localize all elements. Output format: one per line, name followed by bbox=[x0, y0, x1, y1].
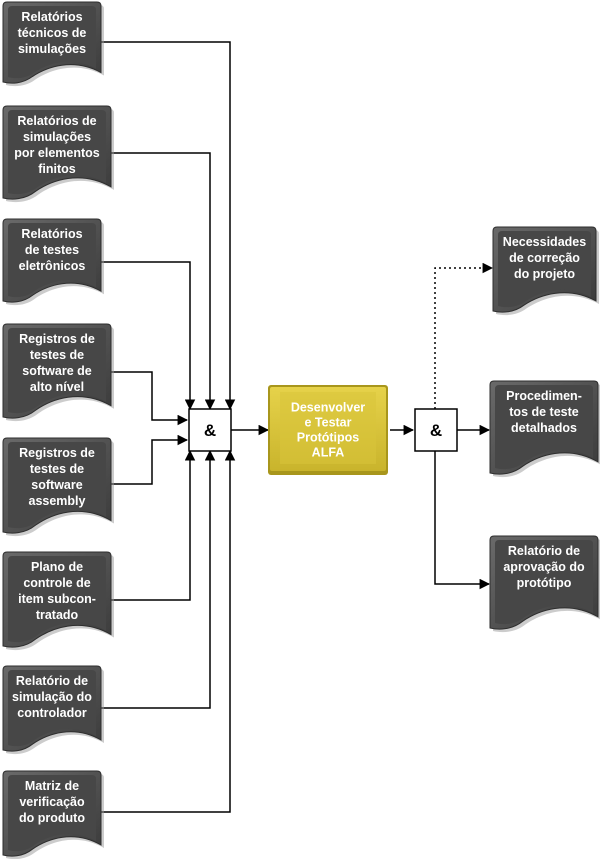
input-document-2-label-line: por elementos bbox=[14, 146, 99, 160]
input-document-4-label-line: Registros de bbox=[19, 332, 95, 346]
output-document-2: Procedimen-tos de teste detalhados bbox=[489, 380, 600, 478]
input-and-gate: & bbox=[188, 408, 232, 452]
input-document-2-label-line: simulações bbox=[23, 130, 91, 144]
input-document-7-label-line: controlador bbox=[17, 706, 87, 720]
connector-input-5 bbox=[110, 434, 189, 485]
input-document-4-label-line: alto nível bbox=[30, 380, 84, 394]
connector-input-2 bbox=[110, 152, 216, 411]
output-documents: Necessidades de correção do projetoProcedi… bbox=[489, 226, 600, 633]
input-document-5-label-line: software bbox=[31, 478, 82, 492]
connector-input-1 bbox=[100, 41, 236, 411]
output-document-2-label-line: detalhados bbox=[511, 421, 577, 435]
output-document-1-label-line: do projeto bbox=[514, 267, 575, 281]
input-document-1-label-line: Relatórios bbox=[21, 10, 82, 24]
output-document-1-label-line: Necessidades bbox=[503, 235, 586, 249]
process-label-line: ALFA bbox=[312, 446, 345, 460]
process-label-line: Protótipos bbox=[297, 431, 360, 445]
input-document-4-label-line: software de bbox=[22, 364, 92, 378]
input-document-8: Matriz de verificação do produto bbox=[2, 770, 104, 859]
output-document-3-label-line: protótipo bbox=[517, 576, 572, 590]
connector-output-3 bbox=[434, 451, 491, 590]
input-document-3-label-line: eletrônicos bbox=[19, 259, 86, 273]
input-document-2-label-line: finitos bbox=[38, 162, 76, 176]
input-document-3-label-line: Relatórios bbox=[21, 227, 82, 241]
output-document-2-label-line: tos de teste bbox=[509, 405, 579, 419]
output-document-1-label-line: de correção bbox=[509, 251, 580, 265]
input-document-3-label-line: de testes bbox=[25, 243, 79, 257]
input-document-6-label-line: Plano de bbox=[31, 560, 83, 574]
output-gate-label: & bbox=[430, 421, 442, 440]
connector-lines bbox=[100, 41, 494, 813]
input-document-1-label-line: simulações bbox=[18, 42, 86, 56]
output-document-2-label-line: Procedimen- bbox=[506, 389, 582, 403]
output-and-gate: & bbox=[414, 408, 458, 452]
connector-input-6 bbox=[110, 449, 196, 601]
input-document-5-label-line: testes de bbox=[30, 462, 84, 476]
input-document-2-label-line: Relatórios de bbox=[17, 114, 96, 128]
input-document-6-label-line: tratado bbox=[36, 608, 79, 622]
connector-input-3 bbox=[100, 261, 196, 411]
input-document-8-label-line: do produto bbox=[19, 811, 85, 825]
input-document-5-label-line: Registros de bbox=[19, 446, 95, 460]
input-document-5: Registros de testes de software assembly bbox=[2, 437, 114, 537]
input-document-4-label-line: testes de bbox=[30, 348, 84, 362]
input-document-7-label-line: simulação do bbox=[12, 690, 92, 704]
input-gate-label: & bbox=[204, 421, 216, 440]
output-document-1: Necessidades de correção do projeto bbox=[492, 226, 599, 316]
input-document-3: Relatórios de testes eletrônicos bbox=[2, 218, 104, 306]
input-document-2: Relatórios de simulações por elementos fini… bbox=[2, 105, 114, 203]
connector-input-7 bbox=[100, 449, 216, 709]
connector-input-4 bbox=[110, 371, 189, 426]
input-document-1-label-line: técnicos de bbox=[18, 26, 87, 40]
connector-input-8 bbox=[100, 449, 236, 813]
output-document-3-label-line: aprovação do bbox=[503, 560, 585, 574]
connector-output-1 bbox=[434, 262, 494, 409]
input-document-8-label-line: Matriz de bbox=[25, 779, 79, 793]
input-document-6-label-line: controle de bbox=[23, 576, 90, 590]
output-document-3: Relatório de aprovação do protótipo bbox=[489, 535, 600, 633]
input-document-7-label-line: Relatório de bbox=[16, 674, 88, 688]
output-document-3-label-line: Relatório de bbox=[508, 544, 580, 558]
process-label-line: e Testar bbox=[304, 416, 351, 430]
process-label-line: Desenvolver bbox=[291, 401, 365, 415]
input-document-1: Relatórios técnicos de simulações bbox=[2, 1, 104, 87]
input-document-6-label-line: item subcon- bbox=[18, 592, 96, 606]
input-document-6: Plano de controle de item subcon-tratado bbox=[2, 551, 114, 651]
input-document-7: Relatório de simulação do controlador bbox=[2, 665, 104, 755]
input-document-8-label-line: verificação bbox=[19, 795, 85, 809]
input-document-4: Registros de testes de software de alto nív… bbox=[2, 323, 114, 422]
input-document-5-label-line: assembly bbox=[29, 494, 86, 508]
